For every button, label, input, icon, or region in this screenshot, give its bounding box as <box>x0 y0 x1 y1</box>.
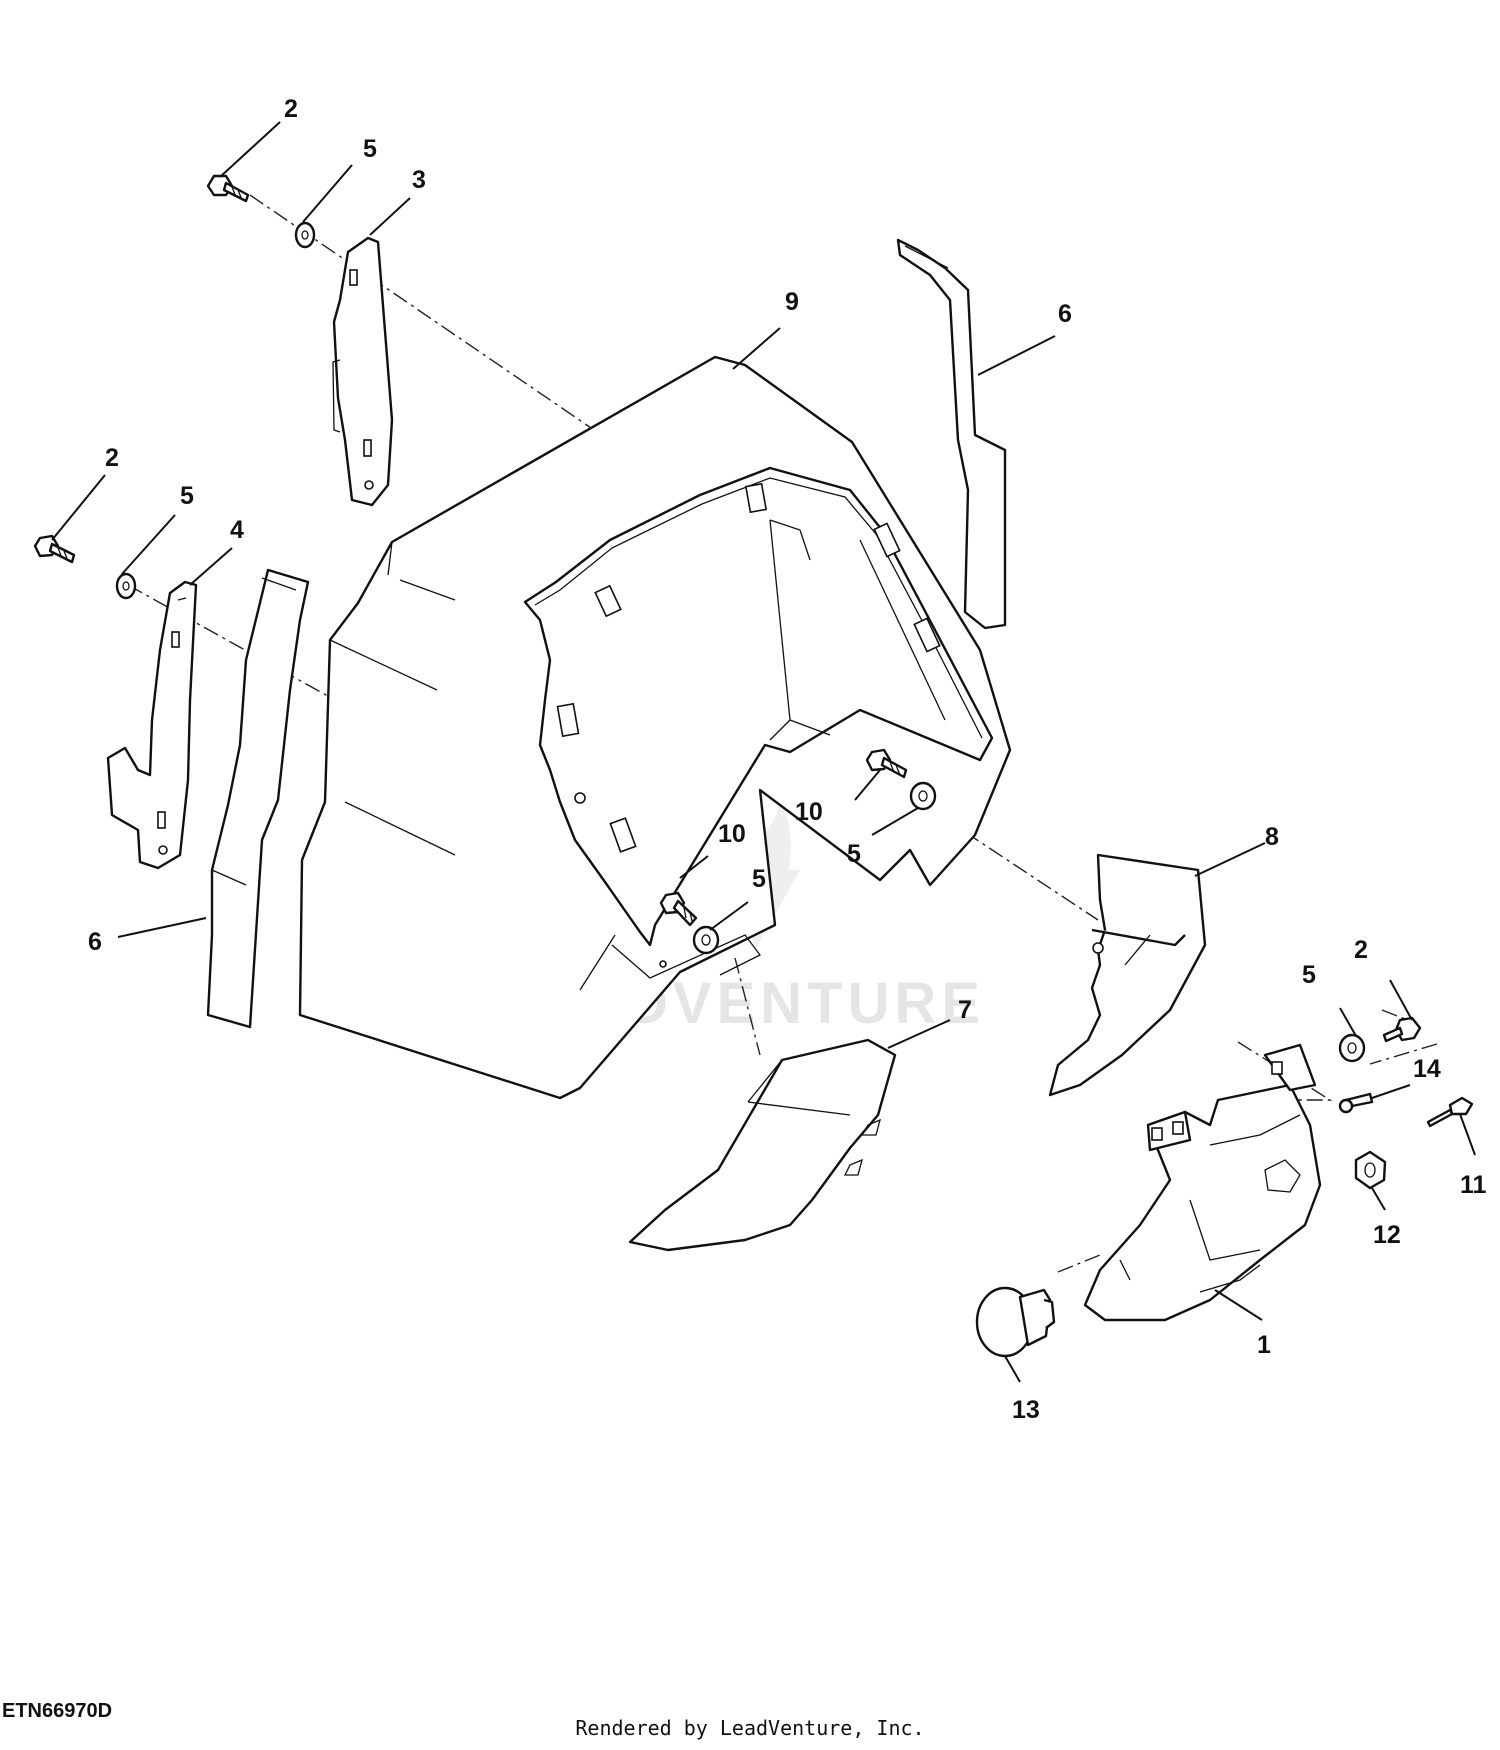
callout-13: 13 <box>1012 1396 1040 1424</box>
callout-4: 4 <box>230 516 244 544</box>
callout-9: 9 <box>785 288 799 316</box>
washer-5-mid-right <box>909 781 937 811</box>
bolt-10-upper <box>865 748 908 779</box>
callout-10: 10 <box>795 798 823 826</box>
bracket-upper-left <box>332 236 394 507</box>
hood-shroud <box>298 355 1012 1100</box>
nut-12 <box>1354 1150 1387 1190</box>
callout-3: 3 <box>412 166 426 194</box>
callout-6: 6 <box>1058 300 1072 328</box>
callout-2: 2 <box>284 95 298 123</box>
side-panel-upper <box>1048 853 1207 1097</box>
callout-10: 10 <box>718 820 746 848</box>
callouts: 2 5 3 9 6 2 5 4 6 10 5 10 5 8 7 5 2 14 1… <box>88 95 1487 1424</box>
callout-12: 12 <box>1373 1221 1401 1249</box>
callout-8: 8 <box>1265 823 1279 851</box>
callout-1: 1 <box>1257 1331 1271 1359</box>
lower-cover <box>1083 1043 1322 1322</box>
callout-5: 5 <box>1302 961 1316 989</box>
callout-2: 2 <box>105 444 119 472</box>
knob-13 <box>975 1286 1056 1358</box>
callout-7: 7 <box>958 996 972 1024</box>
callout-2: 2 <box>1354 936 1368 964</box>
washer-5-lower <box>115 572 137 600</box>
washer-5-upper <box>294 221 316 249</box>
bolt-10-lower <box>659 891 698 927</box>
clip-14 <box>1338 1092 1374 1114</box>
washer-5-right <box>1338 1033 1366 1063</box>
callout-5: 5 <box>752 865 766 893</box>
callout-5: 5 <box>847 840 861 868</box>
bolt-2-lower <box>33 534 76 564</box>
callout-11: 11 <box>1460 1171 1487 1199</box>
bolt-2-right <box>1382 1016 1422 1043</box>
washer-5-mid-left <box>692 925 720 955</box>
bracket-lower-left <box>106 580 198 870</box>
seal-strip-right <box>896 238 1007 630</box>
callout-14: 14 <box>1413 1055 1441 1083</box>
callout-5: 5 <box>180 482 194 510</box>
callout-5: 5 <box>363 135 377 163</box>
front-lower-panel <box>628 1038 897 1252</box>
screw-11 <box>1426 1096 1474 1128</box>
bolt-2-upper <box>206 174 250 203</box>
figure-id: ETN66970D <box>2 1700 113 1722</box>
callout-6: 6 <box>88 928 102 956</box>
leader-lines <box>51 121 1476 1383</box>
seal-strip-left <box>206 568 310 1029</box>
render-credit: Rendered by LeadVenture, Inc. <box>575 1716 925 1740</box>
